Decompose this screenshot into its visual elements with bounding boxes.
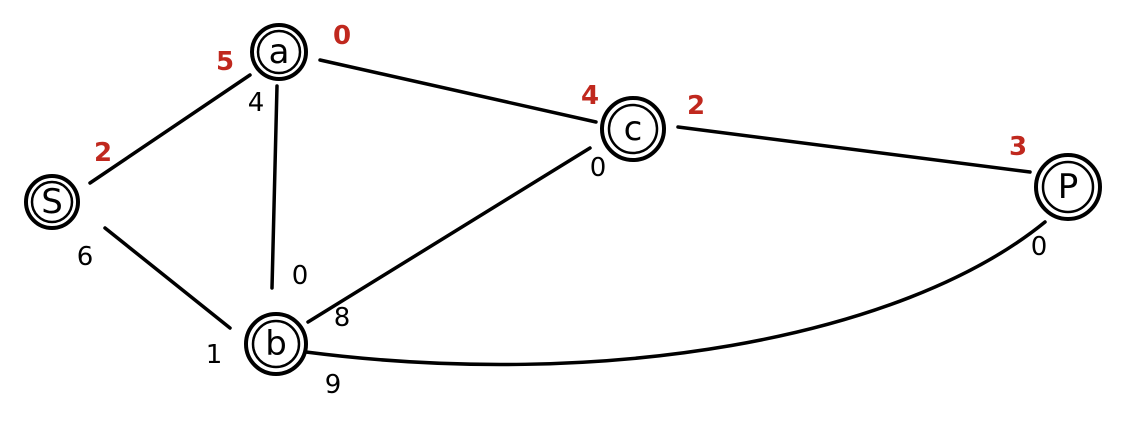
label-c-right: 2 [687,91,705,121]
edge-s-b [103,226,232,330]
node-s-label: S [41,182,63,222]
node-c: c [600,96,666,162]
black-labels: 6 4 0 1 8 9 0 0 [77,88,1048,400]
label-b-bottom: 9 [325,370,342,400]
edge-a-b [270,84,279,290]
label-c-left: 4 [581,81,599,111]
edge-b-c [306,146,592,324]
node-s: S [24,174,80,230]
node-a-label: a [269,32,290,72]
label-b-right: 8 [334,303,351,333]
node-p-label: P [1058,167,1079,207]
red-labels: 2 5 0 4 2 3 [94,21,1027,168]
edge-a-c [318,58,598,124]
label-s-top: 2 [94,138,112,168]
edge-s-a [88,73,252,185]
edge-b-p [304,220,1047,367]
label-p-bottom: 0 [1031,232,1048,262]
node-a: a [250,23,308,81]
edges [88,58,1047,367]
label-a-right: 0 [333,21,351,51]
label-c-bottom: 0 [590,153,607,183]
node-c-label: c [624,109,643,149]
label-s-bottom: 6 [77,242,94,272]
node-b: b [244,312,308,376]
label-b-left: 1 [206,340,223,370]
label-a-left: 5 [216,47,234,77]
label-b-top: 0 [292,261,309,291]
label-a-bottom: 4 [248,88,265,118]
node-b-label: b [265,324,287,364]
label-p-top: 3 [1009,132,1027,162]
edge-c-p [676,125,1032,174]
node-p: P [1034,153,1102,221]
